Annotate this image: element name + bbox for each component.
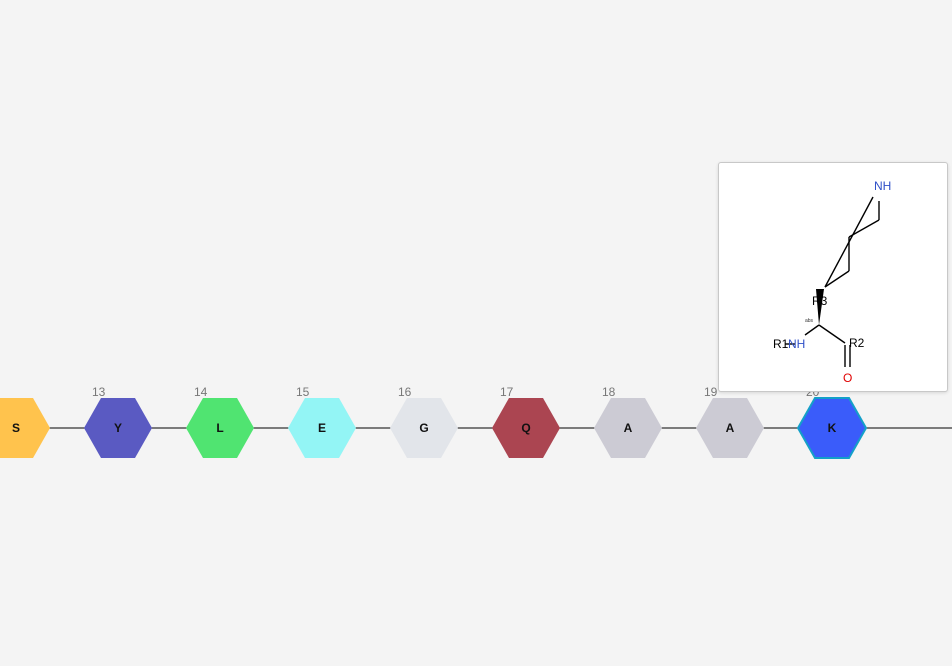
monomer-k-20[interactable]: K20 <box>796 385 868 459</box>
atom-oxygen: O <box>843 371 852 385</box>
atom-nh-ring: NH <box>874 179 891 193</box>
monomer-q-17[interactable]: Q 17 <box>492 385 560 458</box>
monomer-a-19[interactable]: A 19 <box>696 385 764 458</box>
bond <box>848 219 880 238</box>
monomer-label: A <box>624 421 633 435</box>
monomer-label: Q <box>521 421 530 435</box>
chemical-structure: NH R3 abs R1 NH R2 O <box>773 179 891 385</box>
monomer-label: Y <box>114 421 122 435</box>
monomer-hexagon[interactable] <box>492 398 560 458</box>
monomer-label: S <box>12 421 20 435</box>
monomer-number: 14 <box>194 385 208 399</box>
atom-r2: R2 <box>849 336 865 350</box>
bond <box>824 270 850 288</box>
atom-nh-amine: NH <box>788 337 805 351</box>
monomer-hexagon[interactable] <box>594 398 662 458</box>
monomer-g-16[interactable]: G 16 <box>390 385 458 458</box>
monomer-hexagon[interactable] <box>0 398 50 458</box>
monomer-hexagon[interactable] <box>390 398 458 458</box>
monomer-e-15[interactable]: E 15 <box>288 385 356 458</box>
monomer-hexagon[interactable] <box>696 398 764 458</box>
bond <box>804 324 820 336</box>
bond <box>824 196 874 288</box>
monomer-label: A <box>726 421 735 435</box>
monomer-y-13[interactable]: Y 13 <box>84 385 152 458</box>
monomer-structure-tooltip: NH R3 abs R1 NH R2 O <box>718 162 948 392</box>
monomer-number: 18 <box>602 385 616 399</box>
atom-r3: R3 <box>812 294 828 308</box>
monomer-l-14[interactable]: L 14 <box>186 385 254 458</box>
monomer-label: G <box>419 421 428 435</box>
bond <box>818 324 846 344</box>
monomer-number: 17 <box>500 385 514 399</box>
monomer-label: L <box>216 421 223 435</box>
stereo-label: abs <box>805 318 814 324</box>
monomer-a-18[interactable]: A 18 <box>594 385 662 458</box>
monomer-hexagon[interactable] <box>84 398 152 458</box>
monomer-number: 15 <box>296 385 310 399</box>
monomer-hexagon[interactable] <box>796 397 868 459</box>
monomer-label: K <box>828 421 837 435</box>
monomer-number: 16 <box>398 385 412 399</box>
atom-r1: R1 <box>773 337 789 351</box>
monomer-number: 13 <box>92 385 106 399</box>
monomer-label: E <box>318 421 326 435</box>
monomer-s-12[interactable]: S2 <box>0 385 50 458</box>
wedge-bond <box>816 289 824 325</box>
monomer-number: 19 <box>704 385 718 399</box>
monomer-hexagon[interactable] <box>288 398 356 458</box>
monomer-chain: S2 Y 13L 14E 15G 16Q 17A 18A 19 K20 <box>0 385 868 459</box>
monomer-hexagon[interactable] <box>186 398 254 458</box>
